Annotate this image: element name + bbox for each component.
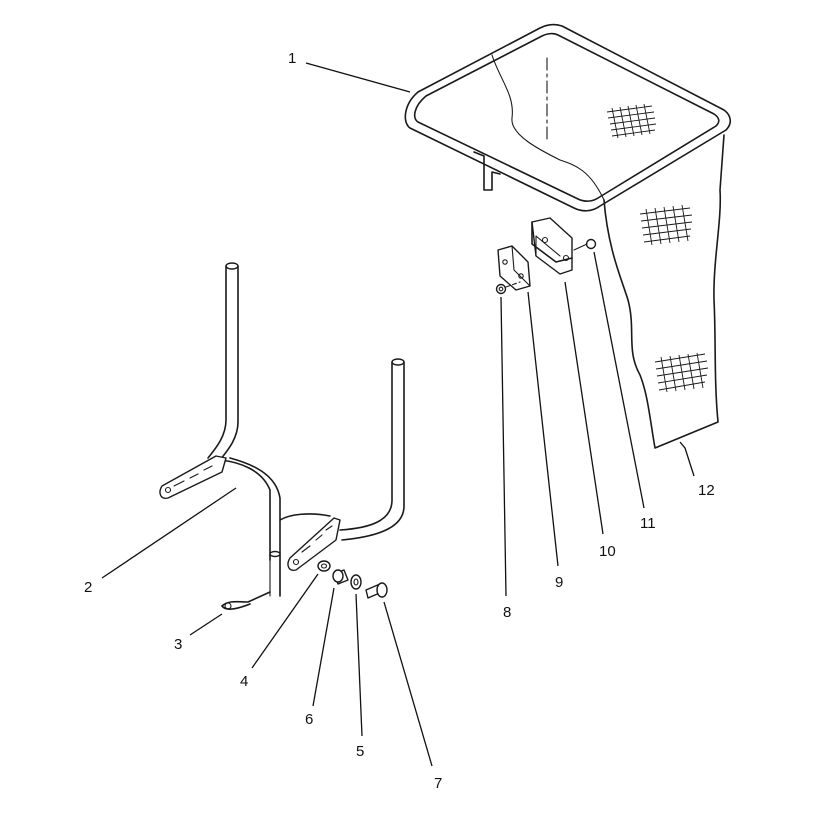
- leader-8: [500, 296, 507, 597]
- leader-lines: [101, 62, 695, 767]
- callout-10: 10: [599, 543, 616, 560]
- bag-frame: [404, 23, 732, 212]
- callout-labels: 1 2 3 4 5 6 7 8 9 10 11 12: [84, 50, 715, 792]
- grass-bag: [491, 54, 725, 449]
- callout-6: 6: [305, 711, 313, 728]
- locknut: [495, 281, 521, 295]
- leader-1: [305, 62, 411, 93]
- spacer: [332, 569, 349, 585]
- leader-4: [251, 573, 319, 669]
- callout-1: 1: [288, 50, 296, 67]
- callout-4: 4: [240, 673, 248, 690]
- callout-2: 2: [84, 579, 92, 596]
- callout-5: 5: [356, 743, 364, 760]
- leader-7: [383, 601, 433, 767]
- adapter-plate: [497, 245, 531, 291]
- hairpin-cotter: [221, 591, 271, 610]
- callout-8: 8: [503, 604, 511, 621]
- callout-7: 7: [434, 775, 442, 792]
- callout-3: 3: [174, 636, 182, 653]
- flat-washer: [350, 574, 362, 590]
- callout-12: 12: [698, 482, 715, 499]
- leader-3: [189, 613, 223, 636]
- bag-support-frame: [159, 262, 405, 597]
- mesh-patch-2: [639, 204, 693, 246]
- leader-9: [527, 291, 559, 567]
- carriage-bolt: [365, 582, 388, 599]
- leader-12: [679, 441, 695, 477]
- callout-9: 9: [555, 574, 563, 591]
- leader-5: [355, 593, 363, 737]
- screw: [573, 238, 597, 251]
- leader-2: [101, 487, 237, 579]
- leader-10: [564, 281, 604, 535]
- callout-11: 11: [640, 515, 656, 532]
- mesh-patch-3: [654, 352, 709, 393]
- bag-bracket: [531, 217, 573, 275]
- leader-11: [593, 251, 645, 509]
- leader-6: [312, 587, 335, 707]
- hex-nut: [317, 560, 331, 572]
- mesh-patch-1: [606, 103, 657, 139]
